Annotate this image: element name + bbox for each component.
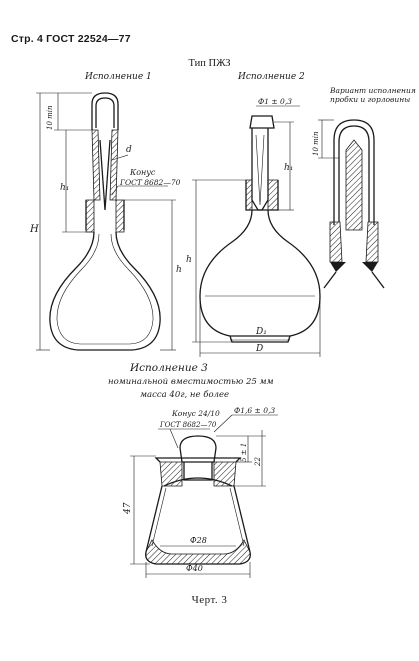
variant1-h-label: h bbox=[176, 265, 182, 275]
variant2-h-label: h bbox=[186, 255, 192, 265]
figure-caption: Черт. 3 bbox=[191, 594, 228, 606]
variant1-cone-label: Конус bbox=[129, 168, 156, 177]
variant3-flask: Исполнение 3 номинальной вместимостью 25… bbox=[108, 362, 278, 578]
variant2-D1-label: D₁ bbox=[255, 327, 267, 337]
variant2-alt-note-1: Вариант исполнения bbox=[329, 86, 416, 95]
variant1-10min-label: 10 min bbox=[46, 105, 54, 130]
type-title: Тип ПЖЗ bbox=[188, 58, 231, 69]
page-header: Стр. 4 ГОСТ 22524—77 bbox=[11, 33, 131, 45]
variant2-flask: Исполнение 2 Ф1 ± 0,3 h₁ h D₁ D bbox=[186, 72, 321, 357]
variant2-alt-stopper: Вариант исполнения пробки и горловины 10… bbox=[312, 86, 416, 289]
variant3-phi-outer: Ф40 bbox=[186, 564, 203, 573]
variant3-cone-gost: ГОСТ 8682—70 bbox=[159, 421, 217, 429]
variant1-title: Исполнение 1 bbox=[84, 72, 152, 82]
variant3-height-label: 47 bbox=[123, 502, 133, 515]
variant3-capacity: номинальной вместимостью 25 мм bbox=[108, 377, 274, 387]
variant3-cone-label: Конус 24/10 bbox=[171, 409, 220, 418]
variant1-d-label: d bbox=[126, 145, 132, 155]
variant3-phi-inner: Ф28 bbox=[190, 536, 207, 545]
variant3-phi-small: Ф1,6 ± 0,3 bbox=[234, 406, 275, 415]
variant3-mass: масса 40г, не более bbox=[140, 389, 229, 400]
variant2-D-label: D bbox=[255, 344, 263, 354]
variant1-cone-gost: ГОСТ 8682—70 bbox=[119, 178, 181, 187]
variant1-H-label: H bbox=[29, 224, 39, 235]
variant2-10min-label: 10 min bbox=[312, 131, 320, 156]
variant1-h1-label: h₁ bbox=[60, 183, 69, 193]
variant3-side2-label: 22 bbox=[254, 457, 262, 467]
variant1-flask: Исполнение 1 H 10 min h₁ h d Конус ГОСТ … bbox=[29, 72, 182, 351]
variant2-title: Исполнение 2 bbox=[237, 72, 305, 82]
variant3-title: Исполнение 3 bbox=[129, 362, 208, 374]
variant2-phi-label: Ф1 ± 0,3 bbox=[258, 97, 292, 106]
variant2-h1-label: h₁ bbox=[284, 163, 293, 173]
variant2-alt-note-2: пробки и горловины bbox=[330, 95, 410, 104]
variant3-side1-label: 5 ± 1 bbox=[240, 443, 248, 462]
